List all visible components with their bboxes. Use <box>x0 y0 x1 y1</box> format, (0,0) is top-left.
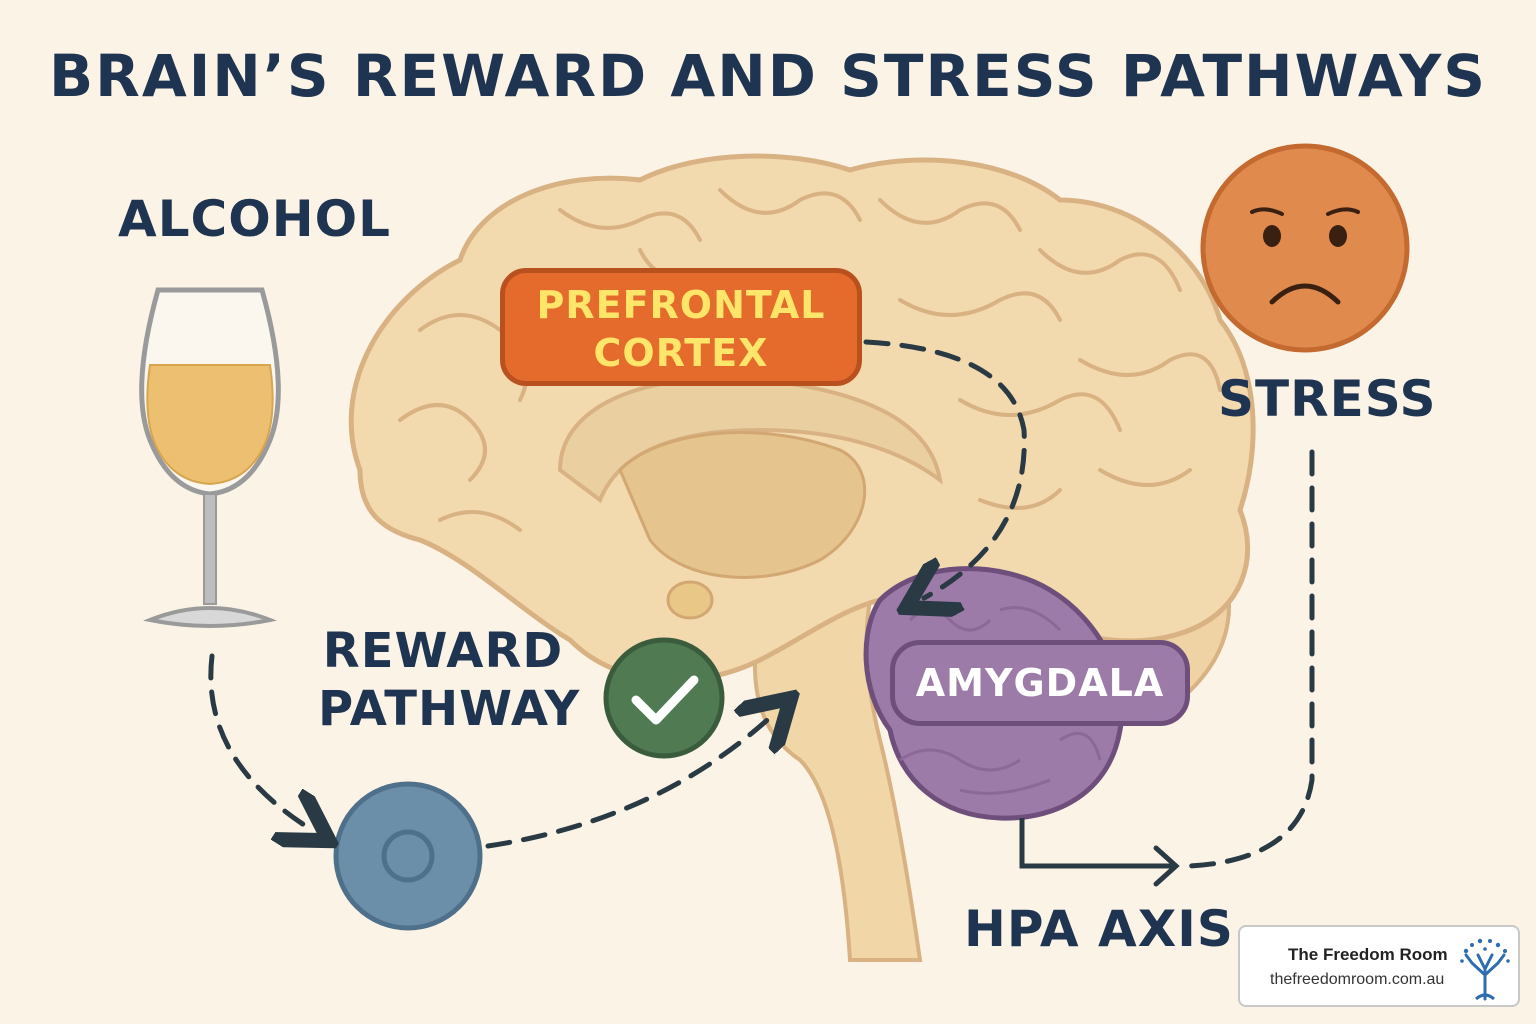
neuron-to-reward-arrow <box>485 712 776 849</box>
wine-glass-icon <box>139 287 281 628</box>
sad-face-icon <box>1200 143 1410 353</box>
reward-pathway-label: REWARD PATHWAY <box>318 622 581 738</box>
logo-card[interactable]: The Freedom Room thefreedomroom.com.au <box>1238 925 1520 1007</box>
logo-name: The Freedom Room <box>1288 945 1448 964</box>
stress-label: STRESS <box>1218 370 1437 428</box>
page-title: BRAIN’S REWARD AND STRESS PATHWAYS <box>48 42 1488 110</box>
logo-url: thefreedomroom.com.au <box>1270 971 1445 988</box>
alcohol-label: ALCOHOL <box>118 190 391 248</box>
stress-to-hpa-arrow <box>1187 449 1315 869</box>
prefrontal-line1: PREFRONTAL <box>536 283 826 327</box>
hpa-axis-label: HPA AXIS <box>964 900 1234 958</box>
pathway-arrows <box>208 339 1315 869</box>
reward-label-line1: REWARD <box>322 623 564 679</box>
amygdala-label: AMYGDALA <box>890 640 1190 726</box>
pfc-to-amygdala-arrow <box>863 339 1027 598</box>
tree-logo-icon <box>1460 938 1510 1001</box>
prefrontal-cortex-label: PREFRONTAL CORTEX <box>500 268 862 386</box>
amygdala-to-hpa-arrow <box>1019 818 1172 869</box>
alcohol-to-neuron-arrow <box>208 653 312 830</box>
checkmark-icon <box>603 637 725 759</box>
reward-label-line2: PATHWAY <box>318 681 581 737</box>
prefrontal-line2: CORTEX <box>593 331 769 375</box>
thalamus <box>618 431 867 579</box>
neuron-icon <box>333 781 483 931</box>
deep-nucleus <box>666 580 714 620</box>
